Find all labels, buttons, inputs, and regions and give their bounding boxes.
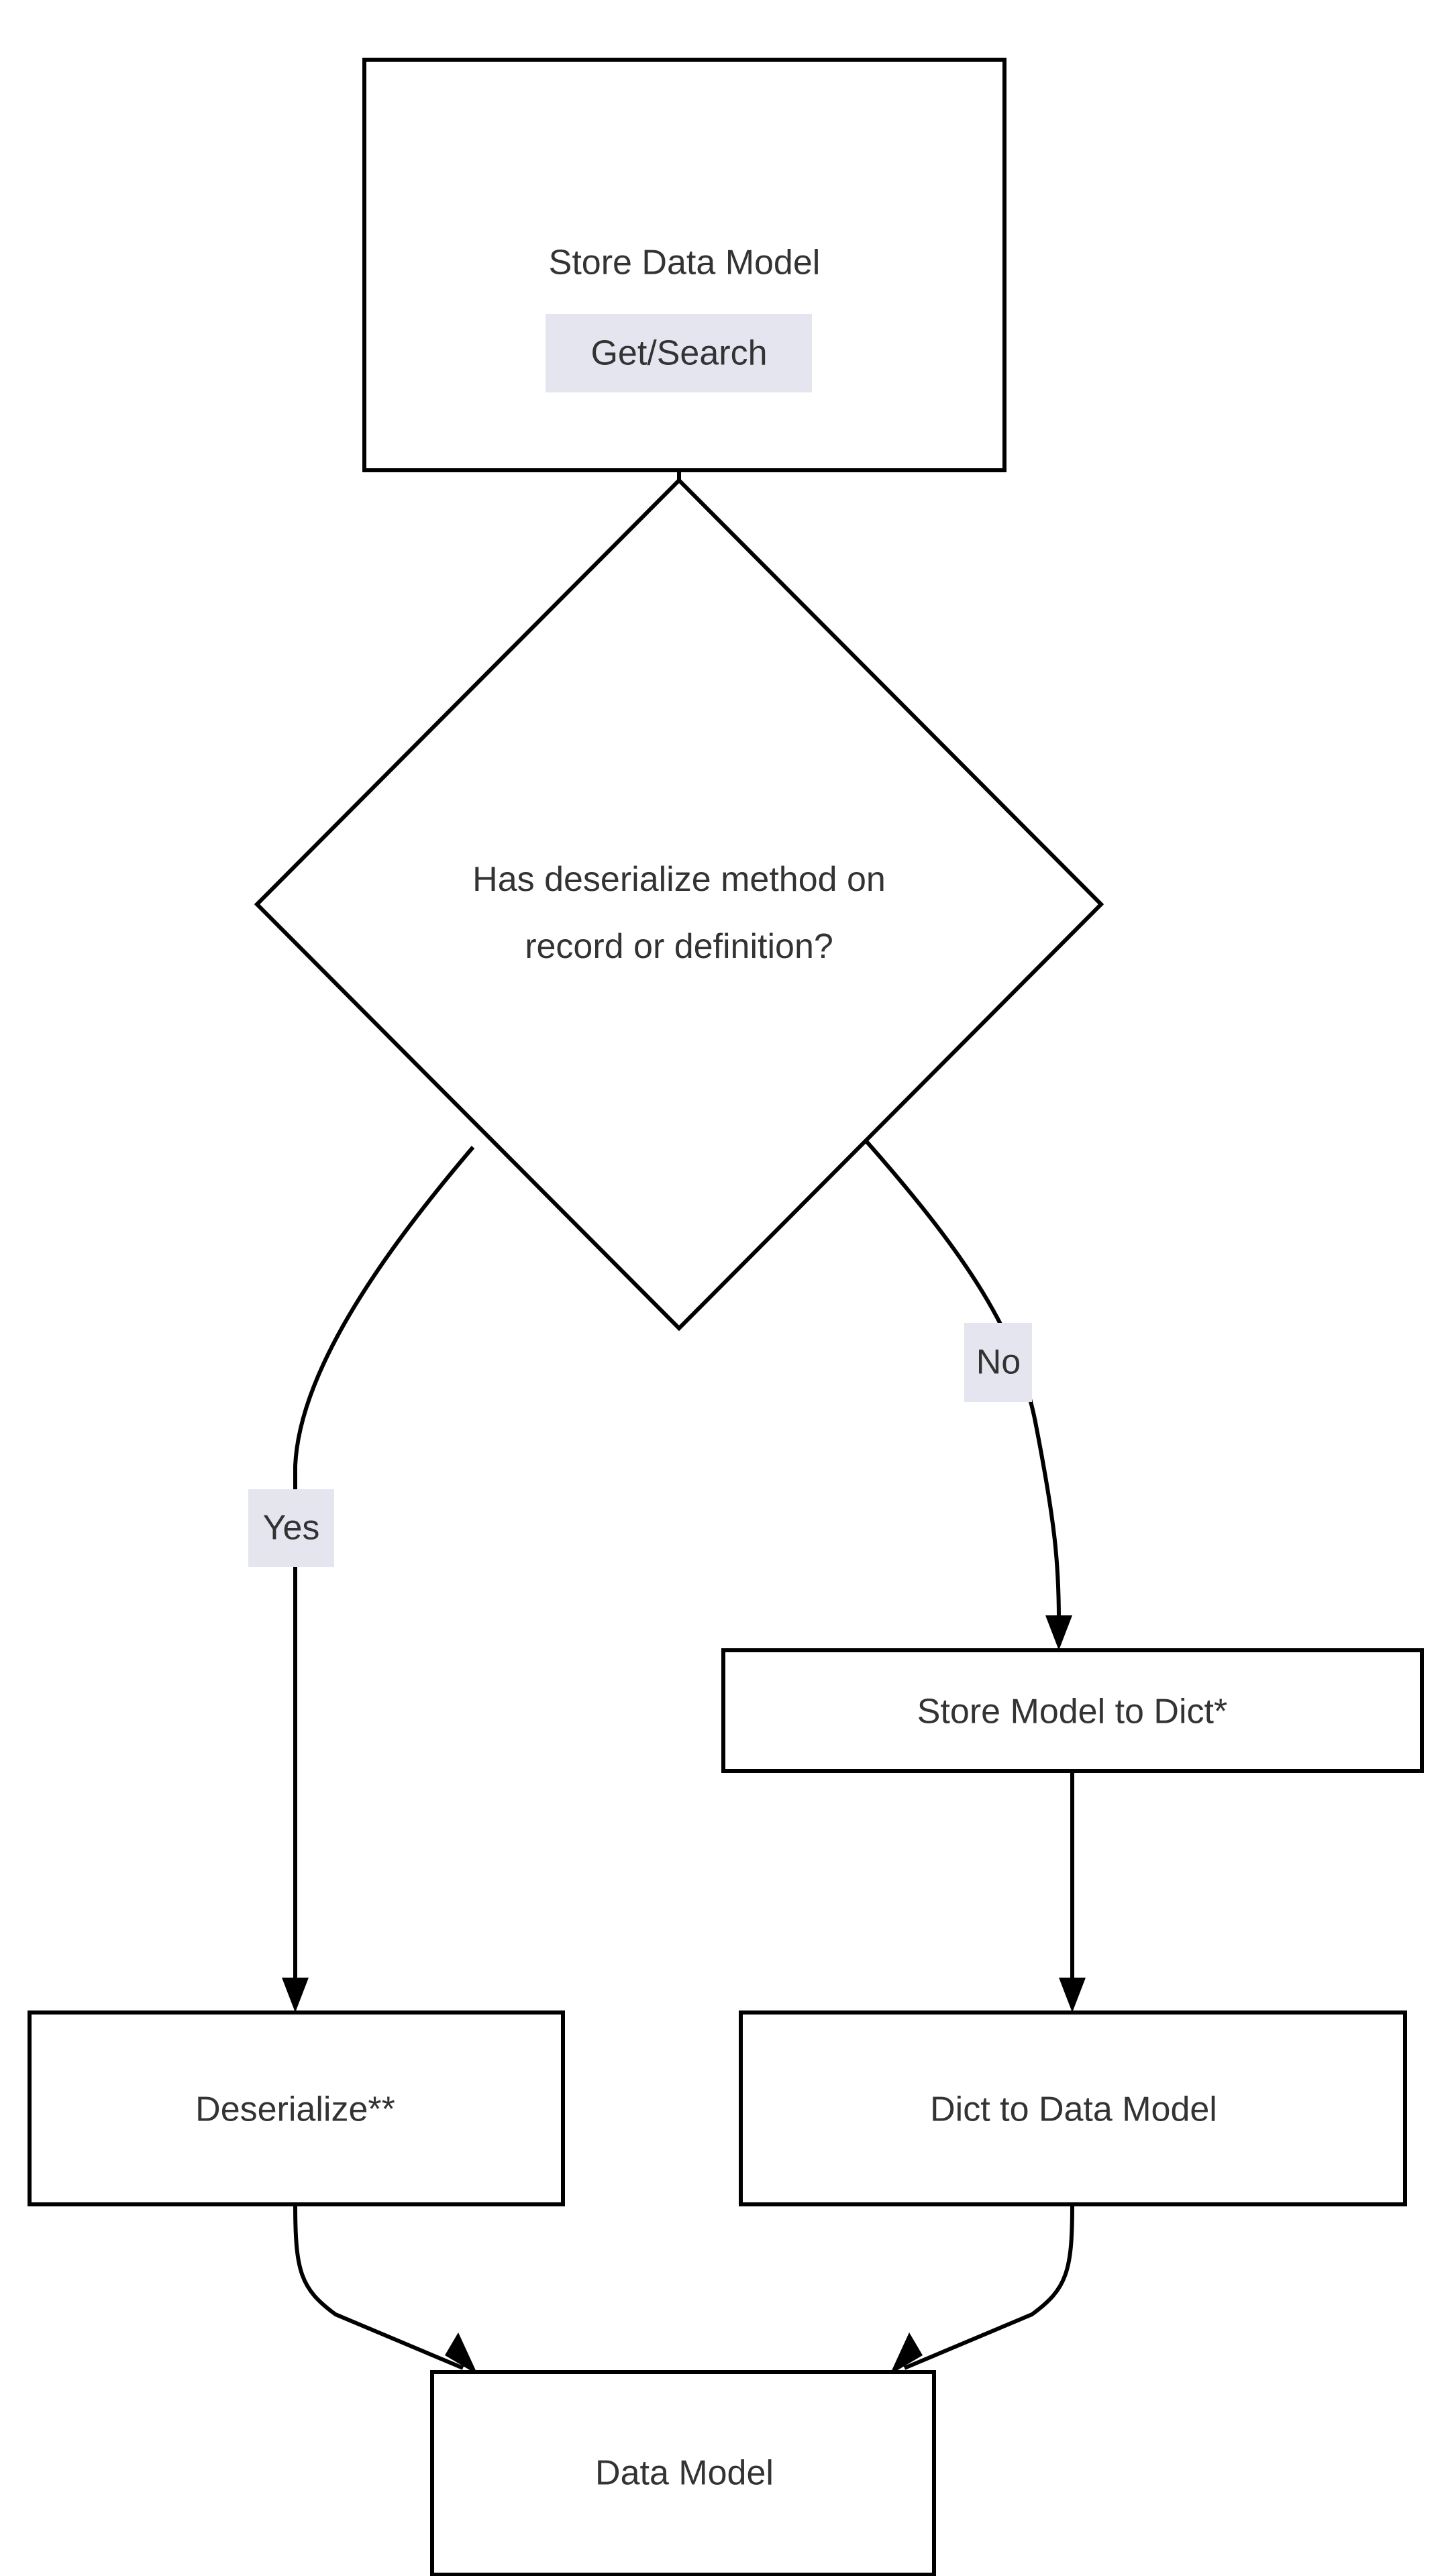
edge-deserialize-to-data-model <box>293 2204 478 2375</box>
edge-label-no-text: No <box>976 1343 1021 1382</box>
node-has-deserialize-label-line2: record or definition? <box>525 927 833 966</box>
edge-has-deserialize-to-store-model-to-dict <box>864 1139 1072 1650</box>
edge-label-yes-text: Yes <box>263 1509 320 1548</box>
edge-line <box>293 2204 464 2370</box>
node-has-deserialize-label-line1: Has deserialize method on <box>472 860 886 899</box>
node-store-data-model-shape[interactable] <box>362 58 1006 472</box>
node-has-deserialize-shape[interactable] <box>254 477 1104 1332</box>
arrowhead-icon <box>890 2332 923 2375</box>
node-deserialize[interactable]: Deserialize** <box>28 2010 565 2206</box>
edge-label-yes-bg <box>248 1489 334 1567</box>
node-data-model-label: Data Model <box>595 2454 774 2493</box>
node-store-model-to-dict[interactable]: Store Model to Dict* <box>721 1648 1424 1773</box>
arrowhead-icon <box>282 1978 309 2012</box>
node-store-model-to-dict-shape[interactable] <box>721 1648 1424 1773</box>
edge-label-no-bg <box>964 1323 1032 1402</box>
node-store-data-model-label: Store Data Model <box>549 244 821 282</box>
edge-dict-to-data-model-to-data-model <box>890 2204 1074 2375</box>
edge-store-model-to-dict-to-dict-to-data-model <box>1059 1771 1086 2012</box>
edge-label-no: No <box>964 1323 1032 1402</box>
edge-label-get-search-bg <box>546 314 812 392</box>
node-deserialize-label: Deserialize** <box>195 2090 395 2129</box>
node-dict-to-data-model[interactable]: Dict to Data Model <box>739 2010 1407 2206</box>
node-dict-to-data-model-label: Dict to Data Model <box>930 2090 1217 2129</box>
edge-label-get-search-text: Get/Search <box>590 334 767 373</box>
node-store-data-model[interactable]: Store Data Model <box>362 58 1006 472</box>
edge-line <box>903 2204 1074 2370</box>
node-store-model-to-dict-label: Store Model to Dict* <box>917 1693 1227 1731</box>
arrowhead-icon <box>1059 1978 1086 2012</box>
edge-label-yes: Yes <box>248 1489 334 1567</box>
node-dict-to-data-model-shape[interactable] <box>739 2010 1407 2206</box>
node-has-deserialize[interactable]: Has deserialize method on record or defi… <box>254 477 1104 1332</box>
edge-label-get-search: Get/Search <box>546 314 812 392</box>
node-deserialize-shape[interactable] <box>28 2010 565 2206</box>
edge-has-deserialize-to-deserialize <box>282 1146 475 2012</box>
node-data-model-shape[interactable] <box>430 2370 936 2576</box>
edge-line <box>293 1146 475 1986</box>
edge-line <box>864 1139 1061 1621</box>
arrowhead-icon <box>1045 1615 1072 1650</box>
arrowhead-icon <box>445 2332 478 2375</box>
node-data-model[interactable]: Data Model <box>430 2370 936 2576</box>
